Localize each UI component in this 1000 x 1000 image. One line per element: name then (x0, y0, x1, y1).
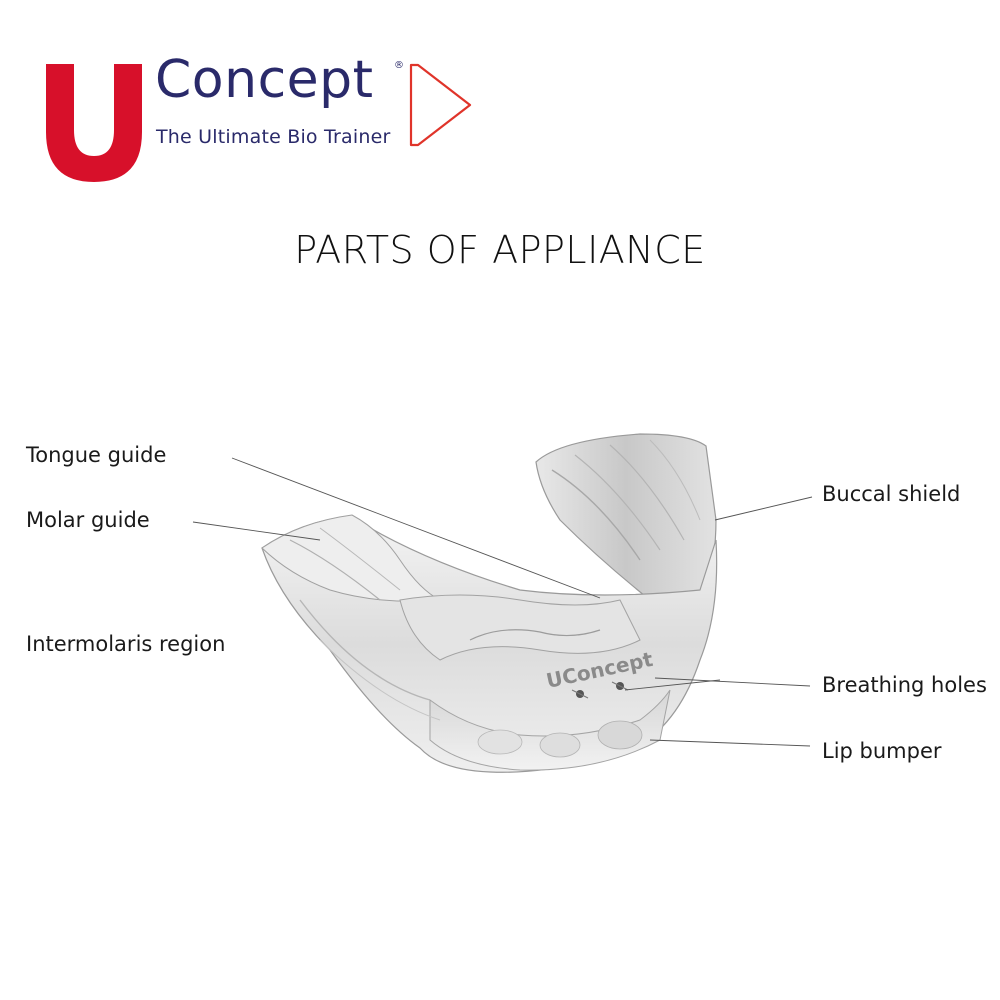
logo-tagline: The Ultimate Bio Trainer (156, 126, 391, 148)
leader-lip-bumper (649, 739, 811, 747)
leader-tongue-guide (231, 457, 601, 599)
leader-breathing-holes-b (624, 679, 721, 691)
leader-breathing-holes-a (654, 677, 811, 687)
page-title: PARTS OF APPLIANCE (294, 228, 706, 272)
logo-wordmark: Concept (155, 50, 374, 110)
registered-mark: ® (394, 60, 404, 71)
label-buccal-shield: Buccal shield (822, 482, 961, 506)
label-molar-guide: Molar guide (26, 508, 150, 532)
brand-logo: Concept ® The Ultimate Bio Trainer (30, 48, 490, 182)
label-tongue-guide: Tongue guide (26, 443, 167, 467)
leader-molar-guide (192, 521, 321, 541)
label-lip-bumper: Lip bumper (822, 739, 942, 763)
leader-buccal-shield (714, 496, 813, 521)
leader-lines (192, 457, 813, 747)
label-intermolaris-region: Intermolaris region (26, 632, 226, 656)
mouthguard-appliance-image: UConcept (261, 433, 718, 773)
u-letter-logo-icon (46, 64, 142, 182)
label-breathing-holes: Breathing holes (822, 673, 987, 697)
play-outline-icon (409, 63, 472, 147)
